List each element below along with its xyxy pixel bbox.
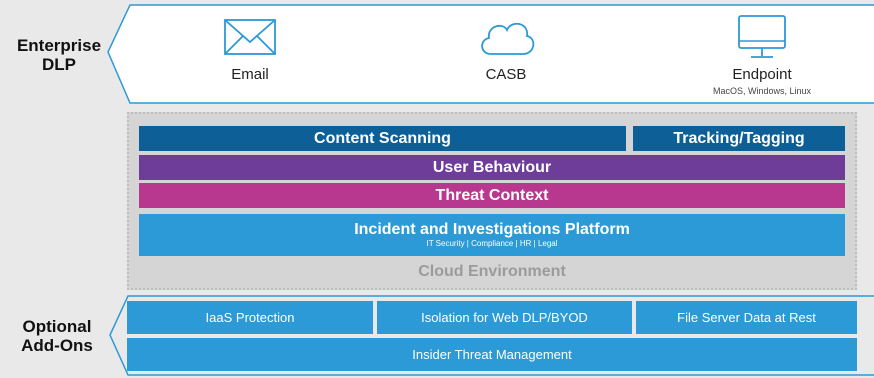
- incident-platform-bar: Incident and Investigations Platform IT …: [139, 214, 845, 256]
- endpoint-os-list: MacOS, Windows, Linux: [712, 86, 812, 96]
- cloud-environment-label: Cloud Environment: [418, 263, 566, 280]
- email-channel: Email: [140, 14, 360, 83]
- content-scanning-bar: Content Scanning: [139, 126, 626, 151]
- insider-threat-box: Insider Threat Management: [127, 338, 857, 371]
- incident-platform-sublabel: IT Security | Compliance | HR | Legal: [426, 239, 558, 248]
- user-behaviour-label: User Behaviour: [432, 158, 552, 176]
- endpoint-label: Endpoint: [732, 66, 792, 83]
- tracking-tagging-label: Tracking/Tagging: [673, 129, 805, 147]
- email-label: Email: [231, 66, 269, 83]
- iaas-protection-box: IaaS Protection: [127, 301, 373, 334]
- casb-label: CASB: [485, 66, 527, 83]
- isolation-web-dlp-box: Isolation for Web DLP/BYOD: [377, 301, 632, 334]
- tracking-tagging-bar: Tracking/Tagging: [633, 126, 845, 151]
- casb-channel: CASB: [396, 14, 616, 83]
- file-server-data-box: File Server Data at Rest: [636, 301, 857, 334]
- endpoint-channel: Endpoint MacOS, Windows, Linux: [652, 14, 872, 96]
- user-behaviour-bar: User Behaviour: [139, 155, 845, 180]
- monitor-icon: [738, 15, 786, 58]
- content-scanning-label: Content Scanning: [314, 129, 451, 147]
- cloud-environment-bar: Cloud Environment: [139, 259, 845, 285]
- incident-platform-label: Incident and Investigations Platform: [354, 221, 630, 238]
- envelope-icon: [224, 19, 276, 55]
- threat-context-bar: Threat Context: [139, 183, 845, 208]
- cloud-icon: [481, 22, 535, 55]
- threat-context-label: Threat Context: [435, 186, 549, 204]
